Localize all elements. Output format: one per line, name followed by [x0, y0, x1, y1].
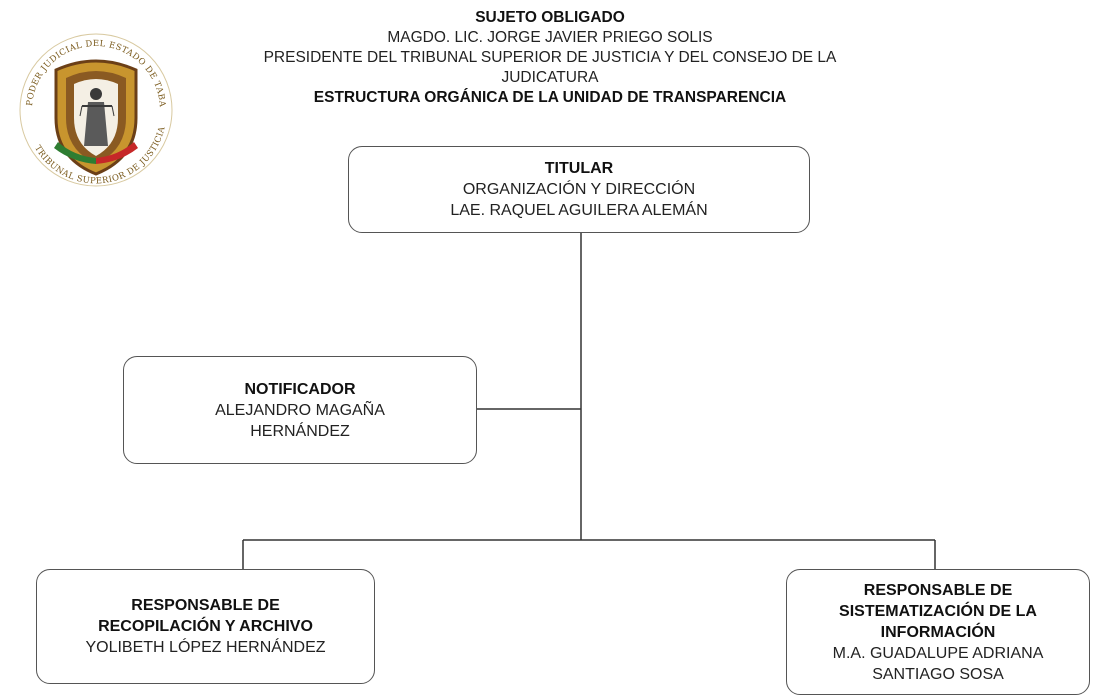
header-structure-title: ESTRUCTURA ORGÁNICA DE LA UNIDAD DE TRAN…	[313, 89, 787, 106]
judicial-seal-icon: PODER JUDICIAL DEL ESTADO DE TABASCO TRI…	[14, 18, 173, 187]
node-titular: TITULAR ORGANIZACIÓN Y DIRECCIÓN LAE. RA…	[348, 146, 810, 233]
node-titular-name: LAE. RAQUEL AGUILERA ALEMÁN	[450, 202, 708, 219]
node-sistematizacion: RESPONSABLE DE SISTEMATIZACIÓN DE LA INF…	[786, 569, 1090, 695]
node-recopilacion-name: YOLIBETH LÓPEZ HERNÁNDEZ	[85, 639, 326, 656]
node-notificador-name-line1: ALEJANDRO MAGAÑA	[215, 401, 385, 419]
header-president-title: PRESIDENTE DEL TRIBUNAL SUPERIOR DE JUST…	[263, 49, 837, 66]
node-sistematizacion-role-line3: INFORMACIÓN	[880, 623, 996, 641]
node-notificador-name-line2: HERNÁNDEZ	[250, 422, 350, 440]
node-notificador-role: NOTIFICADOR	[244, 380, 356, 398]
document-header: SUJETO OBLIGADO MAGDO. LIC. JORGE JAVIER…	[170, 8, 930, 108]
node-sistematizacion-name-line1: M.A. GUADALUPE ADRIANA	[832, 644, 1044, 662]
node-recopilacion: RESPONSABLE DE RECOPILACIÓN Y ARCHIVO YO…	[36, 569, 375, 684]
header-president-title-cont: JUDICATURA	[501, 69, 599, 86]
node-titular-role: TITULAR	[544, 160, 614, 177]
node-recopilacion-role-line1: RESPONSABLE DE	[131, 597, 280, 614]
node-sistematizacion-role-line1: RESPONSABLE DE	[863, 581, 1013, 599]
node-sistematizacion-role-line2: SISTEMATIZACIÓN DE LA	[839, 602, 1037, 620]
node-notificador: NOTIFICADOR ALEJANDRO MAGAÑA HERNÁNDEZ	[123, 356, 477, 464]
node-recopilacion-role-line2: RECOPILACIÓN Y ARCHIVO	[98, 618, 313, 635]
header-magistrate-name: MAGDO. LIC. JORGE JAVIER PRIEGO SOLIS	[387, 29, 713, 46]
node-sistematizacion-name-line2: SANTIAGO SOSA	[872, 665, 1004, 683]
node-titular-area: ORGANIZACIÓN Y DIRECCIÓN	[462, 181, 696, 198]
header-subject-title: SUJETO OBLIGADO	[475, 9, 625, 26]
